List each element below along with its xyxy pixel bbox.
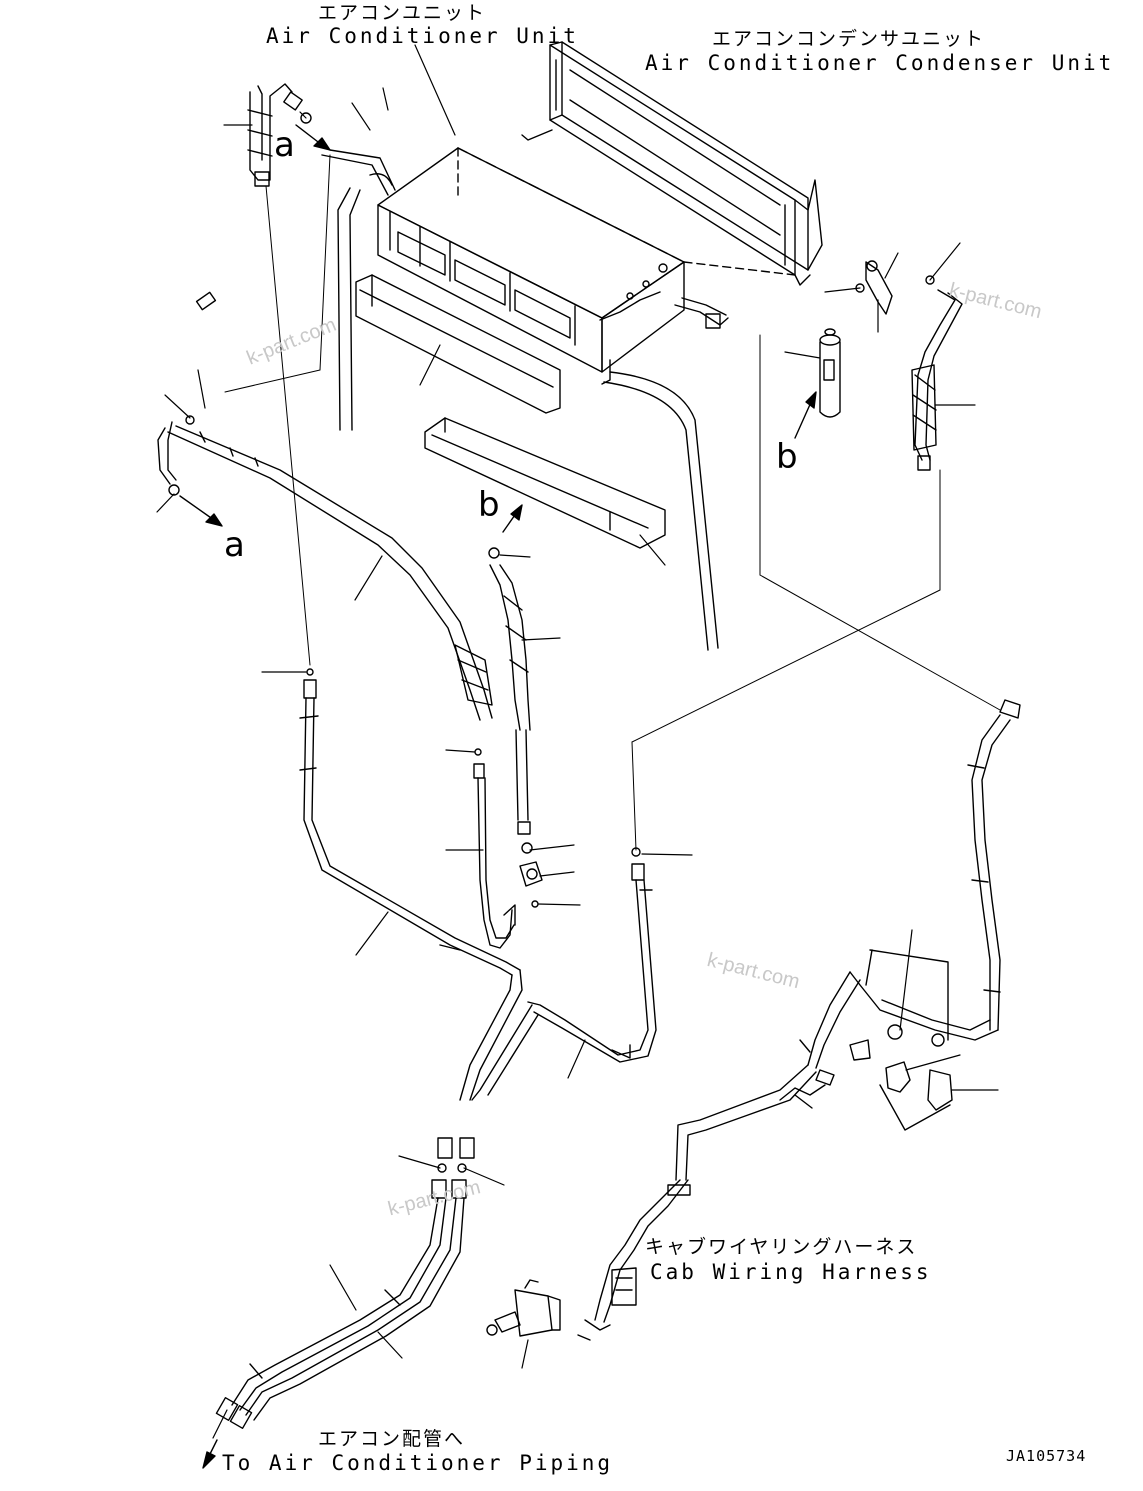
ref-marker-b-right: b [776, 437, 798, 477]
condenser-label-en: Air Conditioner Condenser Unit [645, 51, 1115, 75]
air-conditioner-unit [378, 148, 684, 384]
condenser-unit [522, 42, 822, 285]
arrows [180, 125, 816, 1468]
pipe-left-vertical [322, 150, 395, 430]
air-filter-upper [356, 275, 560, 413]
drain-hose [604, 298, 728, 650]
pipe-left-upper [158, 292, 492, 720]
ref-marker-a-top: a [274, 125, 295, 165]
pipe-center-left [474, 749, 515, 948]
piping-label-en: To Air Conditioner Piping [222, 1451, 614, 1475]
pointer-lines [157, 45, 998, 1438]
drawing-code: JA105734 [1006, 1447, 1087, 1465]
ac-unit-label-jp: エアコンユニット [318, 2, 487, 24]
ref-marker-a-left: a [224, 525, 245, 565]
piping-label-jp: エアコン配管へ [318, 1428, 466, 1450]
hose-center [489, 548, 542, 907]
solenoid-valve [487, 1280, 560, 1336]
ac-unit-label-en: Air Conditioner Unit [266, 24, 579, 48]
hose-right [912, 290, 962, 470]
pipe-center-right [528, 848, 656, 1062]
ref-marker-b-center: b [478, 485, 500, 525]
cab-harness-label-jp: キャブワイヤリングハーネス [645, 1236, 918, 1258]
leader-lines [225, 155, 1000, 850]
pipe-left-long [300, 669, 538, 1100]
cab-wiring-harness [578, 700, 1020, 1340]
cab-harness-label-en: Cab Wiring Harness [650, 1260, 932, 1284]
hose-top-left [248, 84, 311, 186]
air-filter-lower [425, 418, 665, 548]
pipe-bottom [216, 1198, 464, 1428]
receiver-dryer [820, 261, 934, 417]
condenser-label-jp: エアコンコンデンサユニット [712, 28, 986, 50]
